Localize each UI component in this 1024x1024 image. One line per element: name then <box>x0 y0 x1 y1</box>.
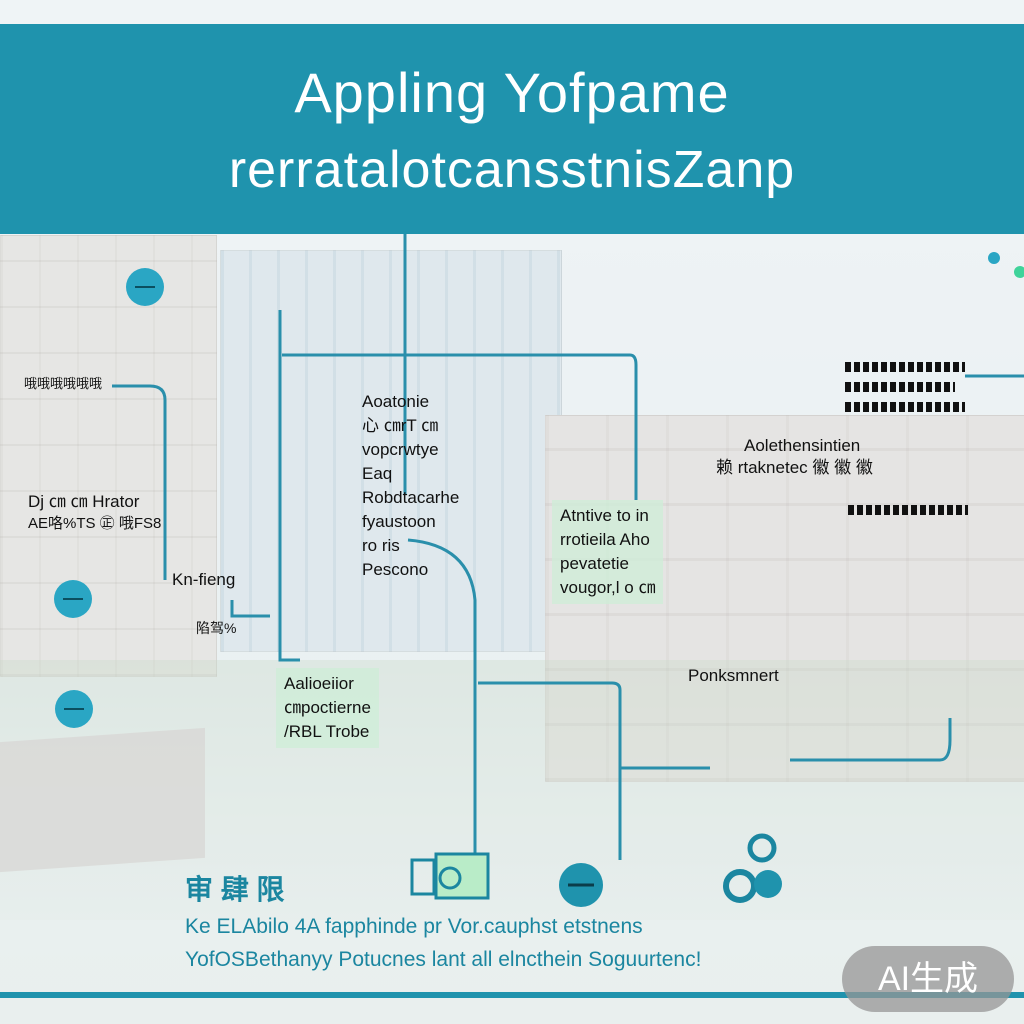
glyph-bar-3 <box>845 402 965 412</box>
bottom-icon-title: 审 肆 限 <box>185 874 285 905</box>
center-line-1: Aoatonie <box>362 392 430 411</box>
right-mid-line-3: pevatetie <box>560 554 629 573</box>
label-right-low: Ponksmnert <box>688 666 779 685</box>
label-left-mid-2: AE咯%TS ㊣ 哦FS8 <box>28 515 162 532</box>
connector-right-branch <box>282 353 638 500</box>
center-label-block: Aoatonie 心 ㎝rT ㎝ vopcrwtye Eaq Robdtacar… <box>362 390 459 582</box>
connector-left-low <box>230 600 270 618</box>
connector-left-mid <box>112 384 167 580</box>
label-left-low-sub: 陷驾% <box>196 620 237 636</box>
node-dot-2 <box>54 580 92 618</box>
label-left-low: Kn-fieng <box>172 570 236 589</box>
center-low-line-3: /RBL Trobe <box>284 722 370 741</box>
ai-generated-badge: AI生成 <box>842 946 1014 1012</box>
center-line-2: 心 ㎝rT ㎝ <box>362 416 439 435</box>
label-left-top: 哦哦哦哦哦哦 <box>24 376 103 391</box>
connector-left-vertical <box>278 310 300 662</box>
label-right-top-2: 赖 rtaknetec 徽 徽 徽 <box>716 458 873 477</box>
bottom-text-line-2: YofOSBethanyy Potucnes lant all elncthei… <box>185 948 702 971</box>
label-left-mid-1: Dj ㎝ ㎝ Hrator <box>28 492 140 511</box>
center-line-6: fyaustoon <box>362 512 436 531</box>
right-mid-line-1: Atntive to in <box>560 506 649 525</box>
center-low-box: Aalioeiior ㎝poctierne /RBL Trobe <box>276 668 379 748</box>
bottom-text-line-1: Ke ELAbilo 4A fapphinde pr Vor.cauphst e… <box>185 915 643 938</box>
connector-lower-center <box>478 681 622 860</box>
right-mid-box: Atntive to in rrotieila Aho pevatetie vo… <box>552 500 664 604</box>
center-low-line-2: ㎝poctierne <box>284 698 371 717</box>
connector-right-low <box>790 718 952 762</box>
right-mid-line-4: vougor,l o ㎝ <box>560 578 656 597</box>
node-dot-3 <box>55 690 93 728</box>
bottom-rule <box>0 992 1024 998</box>
node-dot-1 <box>126 268 164 306</box>
accent-dot-blue <box>988 252 1000 264</box>
center-line-8: Pescono <box>362 560 429 579</box>
center-line-3: vopcrwtye <box>362 440 439 459</box>
plant-icon <box>723 833 782 903</box>
center-low-line-1: Aalioeiior <box>284 674 354 693</box>
center-line-4: Eaq <box>362 464 393 483</box>
glyph-bar-1 <box>845 362 965 372</box>
center-line-7: ro ris <box>362 536 400 555</box>
right-mid-line-2: rrotieila Aho <box>560 530 650 549</box>
target-icon <box>559 863 603 907</box>
center-line-5: Robdtacarhe <box>362 488 460 507</box>
label-right-top-1: Aolethensintien <box>744 436 861 455</box>
connector-center-down <box>407 538 477 860</box>
title-banner <box>0 24 1024 234</box>
title-line-2: rerratalotcansstnisZanp <box>228 141 796 199</box>
glyph-bar-2 <box>845 382 955 392</box>
pump-icon <box>410 852 490 900</box>
title-line-1: Appling Yofpame <box>294 61 730 124</box>
accent-dot-green <box>1014 266 1024 278</box>
glyph-bar-4 <box>848 505 968 515</box>
